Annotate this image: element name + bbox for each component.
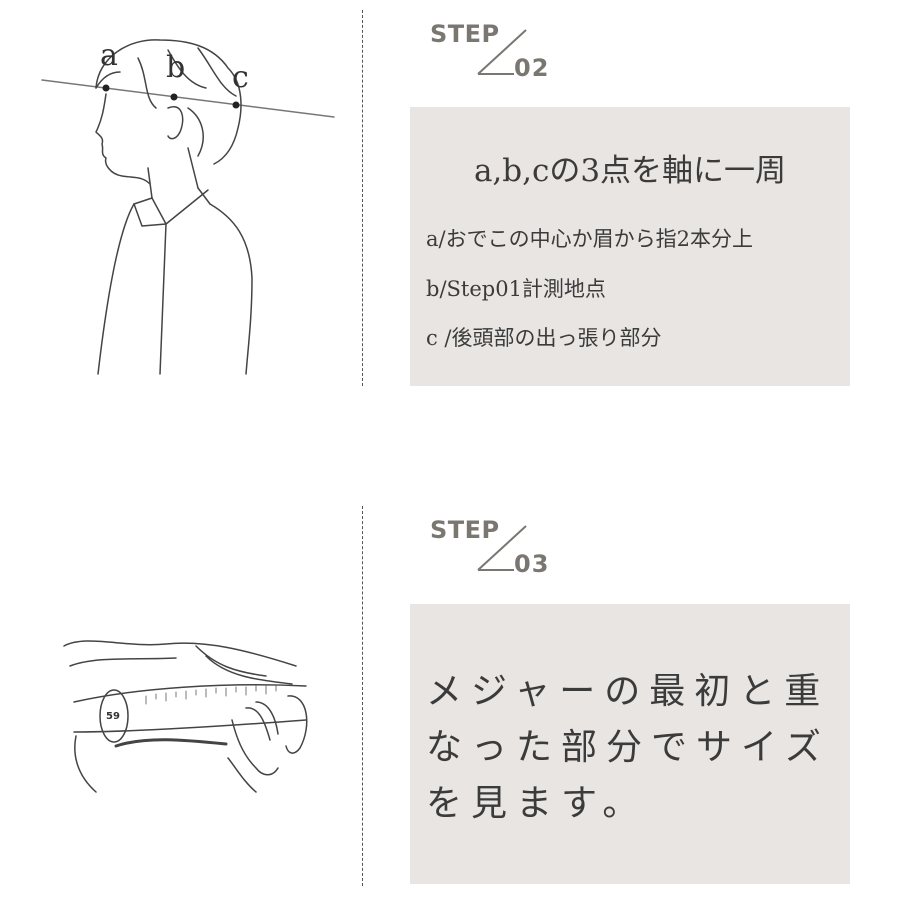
tape-measure-illustration: 59 (56, 636, 318, 796)
step-02-title: a,b,cの3点を軸に一周 (473, 153, 787, 189)
label-point-b: b (166, 50, 186, 85)
step-03-message-line-3: を見ます。 (426, 783, 648, 824)
slash-icon (477, 29, 527, 75)
label-point-c: c (232, 60, 249, 95)
step-03-panel: メジャーの最初と重 なった部分でサイズ を見ます。 (410, 604, 850, 884)
point-a-dot (102, 84, 110, 92)
step-02-line-b: b/Step01計測地点 (426, 277, 606, 301)
tape-reading: 59 (106, 711, 120, 722)
slash-icon (477, 525, 527, 571)
step-label: STEP (430, 20, 500, 48)
vertical-divider-top (362, 10, 363, 386)
step-02-panel: a,b,cの3点を軸に一周 a/おでこの中心か眉から指2本分上 b/Step01… (410, 107, 850, 386)
vertical-divider-bottom (362, 506, 363, 886)
step-03-message-line-1: メジャーの最初と重 (426, 671, 830, 712)
step-label: STEP (430, 516, 500, 544)
step-number: 03 (514, 550, 550, 578)
step-02-line-c: c /後頭部の出っ張り部分 (426, 326, 662, 350)
step-number: 02 (514, 54, 550, 82)
measure-line (41, 79, 335, 118)
step-02-heading: STEP 02 (430, 20, 570, 100)
label-point-a: a (100, 38, 118, 73)
point-b-dot (170, 93, 178, 101)
step-03-heading: STEP 03 (430, 516, 570, 596)
step-03-message-line-2: なった部分でサイズ (426, 727, 830, 768)
head-measure-illustration: a b c (38, 28, 348, 378)
reading-oval (99, 689, 129, 743)
point-c-dot (232, 101, 240, 109)
step-02-line-a: a/おでこの中心か眉から指2本分上 (426, 227, 753, 251)
tape-top-edge (73, 684, 307, 703)
